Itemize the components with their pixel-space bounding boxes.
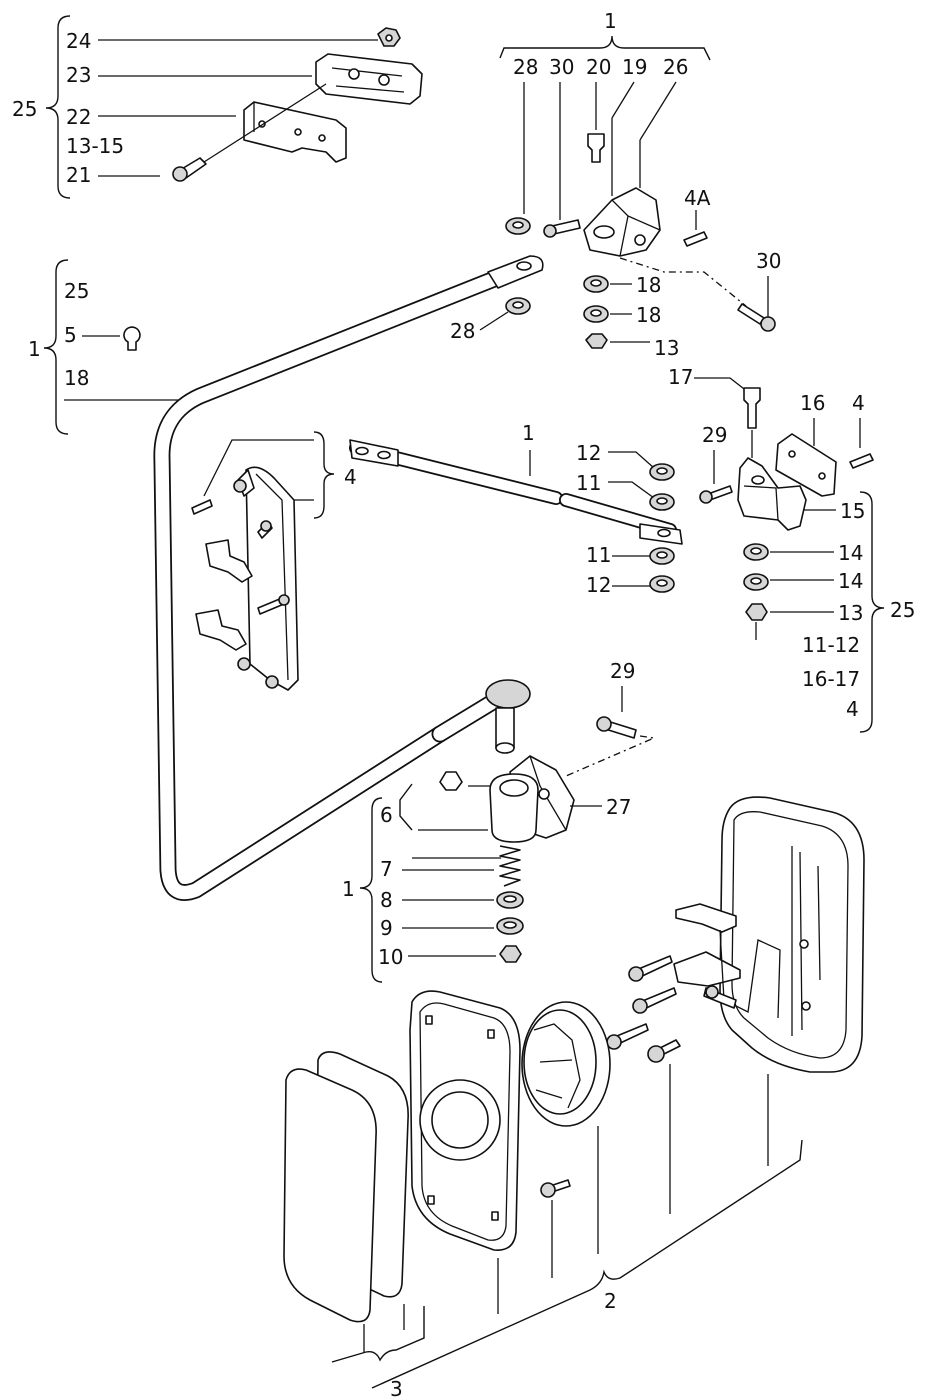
clip-nut-6 bbox=[439, 771, 463, 791]
callout-17: 17 bbox=[668, 365, 693, 389]
callout-25-right: 25 bbox=[890, 598, 915, 622]
callout-29-mid: 29 bbox=[610, 659, 635, 683]
callout-25-top: 25 bbox=[12, 97, 37, 121]
callout-8: 8 bbox=[380, 888, 393, 912]
callout-13-top: 13 bbox=[654, 336, 679, 360]
left-group: 1 25 5 18 bbox=[28, 259, 192, 435]
pin-4-left bbox=[191, 499, 213, 515]
clip-lower bbox=[195, 609, 247, 651]
callout-18-left: 18 bbox=[64, 366, 89, 390]
callout-19: 19 bbox=[622, 55, 647, 79]
pivot-assembly: 29 27 6 7 8 9 10 1 bbox=[342, 659, 657, 983]
bulb-5 bbox=[123, 326, 141, 351]
screw-30-right bbox=[737, 303, 765, 325]
callout-18-b: 18 bbox=[636, 303, 661, 327]
mount-plate bbox=[245, 466, 299, 691]
callout-4-left: 4 bbox=[344, 465, 357, 489]
callout-6: 6 bbox=[380, 803, 393, 827]
callout-23: 23 bbox=[66, 63, 91, 87]
mirror-backing-plate bbox=[409, 990, 521, 1251]
callout-2: 2 bbox=[604, 1289, 617, 1313]
callout-28-top: 28 bbox=[513, 55, 538, 79]
brace-25-top bbox=[45, 15, 71, 199]
callout-26: 26 bbox=[663, 55, 688, 79]
nut-13-top bbox=[585, 333, 608, 349]
nut-10 bbox=[499, 945, 522, 963]
callout-1-lower: 1 bbox=[342, 877, 355, 901]
hinge-group-top: 1 28 30 20 19 26 4A 30 bbox=[450, 9, 781, 360]
pin-4A bbox=[683, 231, 708, 247]
plate-23 bbox=[315, 53, 423, 105]
callout-29-top: 29 bbox=[702, 423, 727, 447]
callout-14-b: 14 bbox=[838, 569, 863, 593]
housing-lever bbox=[675, 903, 737, 933]
adjuster-unit bbox=[521, 1001, 611, 1198]
callout-22: 22 bbox=[66, 105, 91, 129]
callout-30-right: 30 bbox=[756, 249, 781, 273]
callout-12-b: 12 bbox=[586, 573, 611, 597]
spring-7 bbox=[499, 845, 521, 887]
callout-24: 24 bbox=[66, 29, 91, 53]
callout-14-a: 14 bbox=[838, 541, 863, 565]
callout-4A: 4A bbox=[684, 186, 711, 210]
mirror-glass-3 bbox=[283, 1051, 409, 1323]
bolt-17 bbox=[743, 387, 761, 429]
mirror-housing bbox=[606, 796, 865, 1073]
callout-21: 21 bbox=[66, 163, 91, 187]
support-arm-1: 1 bbox=[349, 421, 683, 545]
callout-1-arm: 1 bbox=[522, 421, 535, 445]
callout-7: 7 bbox=[380, 857, 393, 881]
bolt-20 bbox=[587, 133, 605, 163]
callout-11-b: 11 bbox=[586, 543, 611, 567]
callout-20: 20 bbox=[586, 55, 611, 79]
lower-bracket-group-25: 17 16 4 29 15 14 14 13 11-12 16-17 4 bbox=[668, 365, 915, 733]
tube-end-top bbox=[487, 255, 544, 289]
callout-30-top: 30 bbox=[549, 55, 574, 79]
callout-9: 9 bbox=[380, 916, 393, 940]
callout-11-12: 11-12 bbox=[802, 633, 860, 657]
callout-27: 27 bbox=[606, 795, 631, 819]
washer-stack-11-12: 12 11 11 12 bbox=[576, 441, 675, 597]
clip-upper bbox=[205, 539, 253, 583]
callout-4-bottom: 4 bbox=[846, 697, 859, 721]
callout-25-left: 25 bbox=[64, 279, 89, 303]
callout-12-a: 12 bbox=[576, 441, 601, 465]
callout-5: 5 bbox=[64, 323, 77, 347]
pin-4-right bbox=[849, 453, 874, 469]
callout-16: 16 bbox=[800, 391, 825, 415]
callout-15: 15 bbox=[840, 499, 865, 523]
callout-10: 10 bbox=[378, 945, 403, 969]
ball-joint bbox=[485, 679, 531, 709]
callout-28-mid: 28 bbox=[450, 319, 475, 343]
plate-16 bbox=[775, 433, 837, 497]
callout-16-17: 16-17 bbox=[802, 667, 860, 691]
callout-4-right: 4 bbox=[852, 391, 865, 415]
callout-1-top: 1 bbox=[604, 9, 617, 33]
bottom-braces: 2 3 bbox=[331, 1064, 803, 1400]
mirror-head-mount-4: 4 bbox=[191, 431, 357, 691]
callout-13-right: 13 bbox=[838, 601, 863, 625]
nut-13-right bbox=[745, 603, 768, 621]
callout-13-15: 13-15 bbox=[66, 134, 124, 158]
mirror-glass-front bbox=[283, 1068, 377, 1323]
mirror-tube-frame-18 bbox=[153, 255, 544, 901]
callout-11-a: 11 bbox=[576, 471, 601, 495]
callout-18-a: 18 bbox=[636, 273, 661, 297]
callout-1-left: 1 bbox=[28, 337, 41, 361]
callout-3: 3 bbox=[390, 1377, 403, 1400]
bracket-group-21-25: 25 24 23 22 13-15 21 bbox=[12, 15, 423, 199]
